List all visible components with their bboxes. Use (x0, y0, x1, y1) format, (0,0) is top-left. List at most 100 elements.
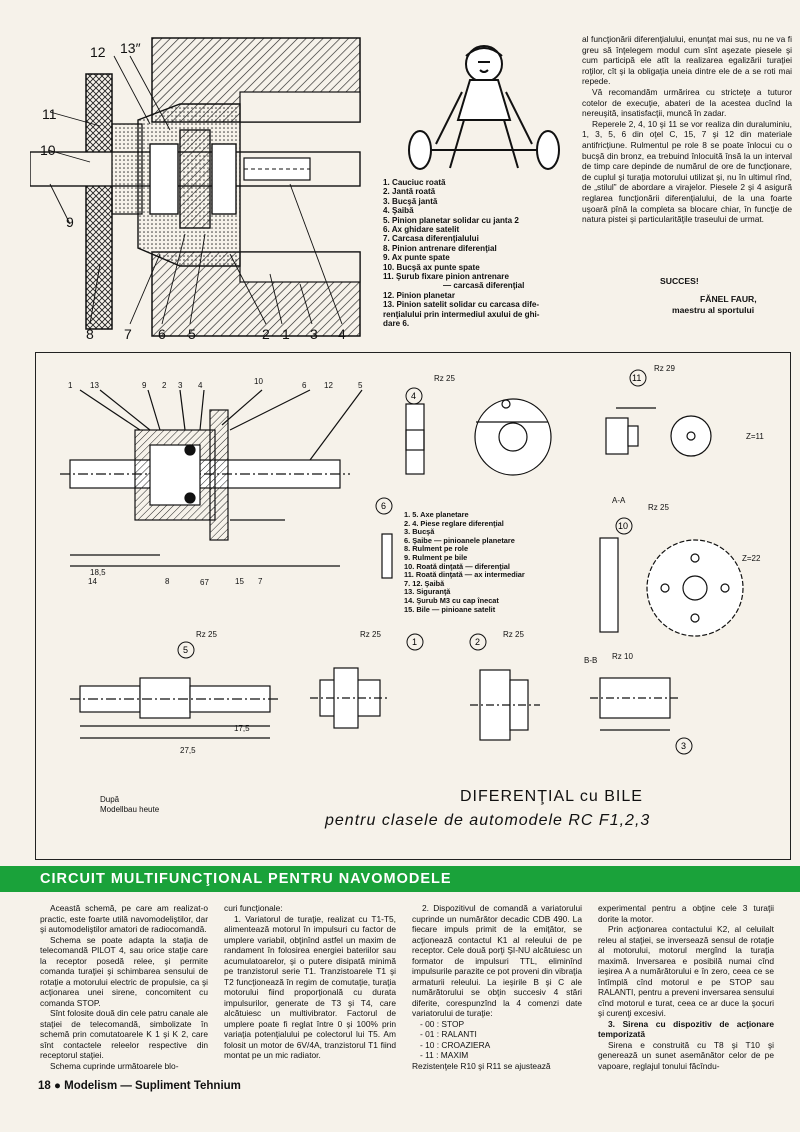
callout-12: 12 (90, 44, 106, 60)
section-aa-label: A-A (612, 496, 626, 505)
legend-item: 11. Roată dinţată — ax intermediar (404, 570, 525, 580)
differential-section-drawing (30, 37, 361, 337)
list-item: - 11 : MAXIM (420, 1050, 469, 1060)
article-banner: CIRCUIT MULTIFUNCŢIONAL PENTRU NAVOMODEL… (0, 866, 800, 892)
page-footer: 18 ● Modelism — Supliment Tehnium (38, 1080, 241, 1092)
callout-9: 9 (66, 214, 74, 230)
callout-10: 10 (40, 142, 56, 158)
figure-subtitle: pentru clasele de automodele RC F1,2,3 (325, 812, 651, 829)
callout-3: 3 (310, 326, 318, 342)
svg-text:6: 6 (302, 381, 307, 390)
source-credit: După Modellbau heute (100, 795, 159, 815)
list-item: - 00 : STOP (420, 1018, 465, 1029)
signature-succes: SUCCES! (660, 276, 699, 286)
rz29-label: Rz 29 (654, 364, 675, 373)
part-1-marker: 1 (406, 633, 424, 651)
paragraph: Această schemă, pe care am realizat-o pr… (40, 903, 208, 934)
legend-item: 11. Şurub fixare pinion antrenare (383, 272, 509, 282)
svg-text:15: 15 (235, 577, 244, 586)
svg-text:12: 12 (324, 381, 333, 390)
paragraph: Prin acţionarea contactului K2, al celui… (598, 924, 774, 1018)
part-3-marker: 3 (675, 737, 693, 755)
svg-text:7: 7 (258, 577, 263, 586)
svg-text:3: 3 (178, 381, 183, 390)
legend-item: — carcasă diferenţial (443, 281, 525, 291)
legend-item: 10. Bucşă ax punte spate (383, 262, 480, 272)
callout-5: 5 (188, 326, 196, 342)
legend-item: 1. 5. Axe planetare (404, 510, 469, 519)
part-6-drawing: 6 (375, 497, 393, 579)
section-heading: 3. Sirena cu dispozitiv de acţionare tem… (598, 1018, 774, 1040)
legend-item: 15. Bile — pinioane satelit (404, 604, 496, 614)
paragraph: curi funcţionale: (224, 903, 283, 913)
callout-4: 4 (338, 326, 346, 342)
dim-18-5: 18,5 (90, 568, 106, 577)
paragraph: 2. Dispozitivul de comandă a variatorulu… (412, 903, 582, 1018)
article-column-1: Această schemă, pe care am realizat-o pr… (40, 903, 208, 1071)
svg-text:4: 4 (411, 391, 416, 401)
svg-text:5: 5 (183, 645, 188, 655)
paragraph: Schema se poate adapta la staţia de tele… (40, 934, 208, 1008)
legend-item: 9. Rulment pe bile (404, 552, 468, 562)
legend-item: 5. Pinion planetar solidar cu janta 2 (383, 215, 519, 225)
list-item: - 01 : RALANTI (420, 1029, 477, 1039)
legend-item: 7. 12. Şaibă (404, 578, 445, 588)
part-11-drawing: 11 (605, 369, 712, 457)
part-3-drawing (590, 677, 680, 731)
svg-text:5: 5 (358, 381, 363, 390)
source-line-2: Modellbau heute (100, 805, 160, 814)
svg-text:4: 4 (198, 381, 203, 390)
svg-text:8: 8 (165, 577, 170, 586)
right-column-text: al funcţionării diferenţialului, enunţat… (582, 34, 792, 225)
callout-2: 2 (262, 326, 270, 342)
paragraph: Rezistenţele R10 şi R11 se ajustează (412, 1060, 551, 1071)
svg-text:9: 9 (142, 381, 147, 390)
legend-item: 1. Cauciuc roată (383, 178, 446, 187)
article-title: CIRCUIT MULTIFUNCŢIONAL PENTRU NAVOMODEL… (40, 871, 452, 887)
article-column-4: experimental pentru a obţine cele 3 tura… (598, 903, 774, 1071)
svg-text:11: 11 (632, 373, 641, 383)
legend-item: 3. Bucşă (404, 527, 435, 537)
dim-27-5: 27,5 (180, 746, 196, 755)
callout-6: 6 (158, 326, 166, 342)
rz25-label: Rz 25 (434, 374, 455, 383)
svg-text:3: 3 (681, 741, 686, 751)
legend-item: 13. Pinion satelit solidar cu carcasa di… (383, 300, 540, 310)
callout-13: 13″ (120, 40, 141, 56)
paragraph: Sînt folosite două din cele patru canale… (40, 1008, 208, 1060)
legend-item: 14. Şurub M3 cu cap înecat (404, 595, 499, 605)
svg-text:6: 6 (381, 501, 386, 511)
legend-item: 9. Ax punte spate (383, 253, 450, 263)
paragraph: 1. Variatorul de turaţie, realizat cu T1… (224, 913, 396, 1061)
rz25-label-1: Rz 25 (360, 630, 381, 639)
article-column-3: 2. Dispozitivul de comandă a variatorulu… (412, 903, 582, 1071)
legend-item: 6. Şaibe — pinioanele planetare (404, 535, 515, 545)
legend-bottom-parts: 1. 5. Axe planetare 2. 4. Piese reglare … (404, 510, 594, 614)
legend-top-parts: 1. Cauciuc roată 2. Jantă roată 3. Bucşă… (383, 178, 579, 329)
paragraph: experimental pentru a obţine cele 3 tura… (598, 903, 774, 924)
rz25-label-5: Rz 25 (196, 630, 217, 639)
part-10-gear-drawing: 10 (599, 517, 744, 637)
article-column-2: curi funcţionale: 1. Variatorul de turaţ… (224, 903, 396, 1061)
part-4-drawing: 4 (405, 387, 552, 476)
signature-author: FĂNEL FAUR, (700, 294, 757, 304)
svg-text:14: 14 (88, 577, 97, 586)
legend-item: 4. Şaibă (383, 206, 414, 216)
legend-item: 3. Bucşă jantă (383, 196, 438, 206)
callout-8: 8 (86, 326, 94, 342)
rz25-label-2: Rz 25 (503, 630, 524, 639)
legend-item: 13. Siguranţă (404, 587, 451, 597)
signature-role: maestru al sportului (672, 305, 755, 315)
paragraph: Reperele 2, 4, 10 şi 11 se vor realiza d… (582, 118, 792, 225)
section-bb-label: B-B (584, 656, 598, 665)
legend-item: 12. Pinion planetar (383, 290, 455, 300)
paragraph: Sirena e construită cu T8 şi T10 şi gene… (598, 1039, 774, 1071)
legend-item: 6. Ax ghidare satelit (383, 225, 460, 235)
cartoon-weightlifter-illustration (408, 45, 560, 170)
part-2-marker: 2 (469, 633, 487, 651)
z22-label: Z=22 (742, 554, 761, 563)
legend-item: 2. Jantă roată (383, 187, 436, 197)
svg-text:1: 1 (68, 381, 73, 390)
legend-item: renţialului prin intermediul axului de g… (383, 309, 540, 319)
